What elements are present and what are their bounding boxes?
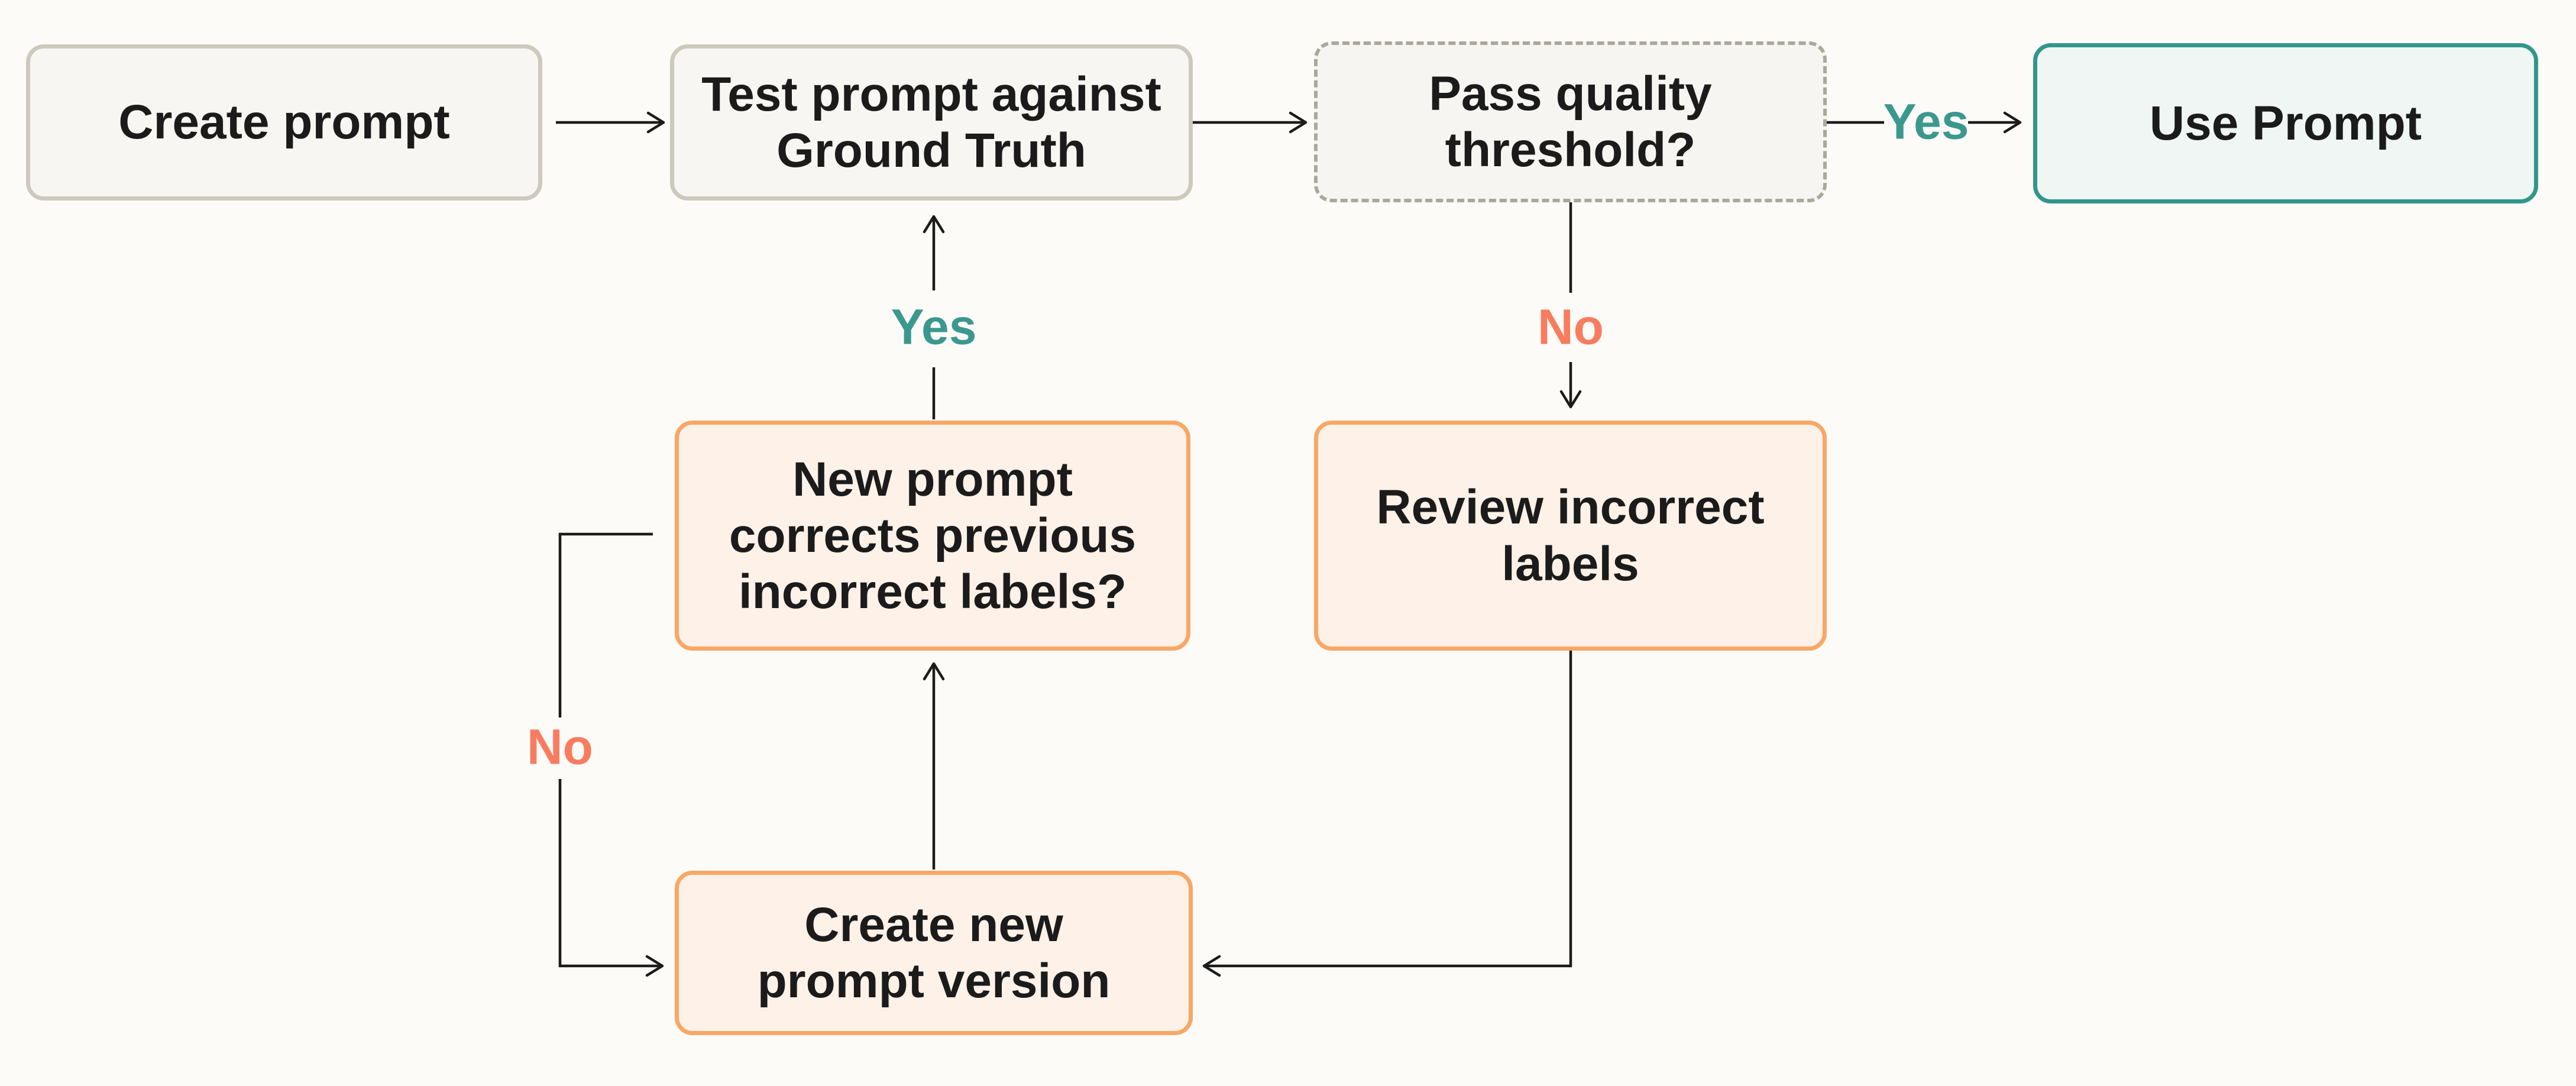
node-test-prompt-label: Test prompt against Ground Truth: [701, 67, 1161, 177]
edge-label-yes-to-use-prompt: Yes: [1883, 93, 1969, 150]
edge-label-no-to-review: No: [1538, 299, 1604, 355]
edge-label-yes-retest: Yes: [891, 299, 977, 355]
node-pass-quality-threshold-label: Pass quality threshold?: [1429, 66, 1712, 177]
edge-label-no-loop: No: [527, 719, 593, 775]
arrow-review-to-newversion: [1202, 651, 1572, 977]
node-review-incorrect-labels-label: Review incorrect labels: [1376, 480, 1765, 591]
arrow-no-loop-to-newversion: [558, 779, 664, 977]
node-use-prompt-label: Use Prompt: [2149, 96, 2422, 150]
line-corrects-to-no-loop: [558, 532, 653, 717]
node-new-prompt-corrects: New prompt corrects previous incorrect l…: [675, 421, 1190, 651]
node-create-new-prompt-version-label: Create new prompt version: [757, 897, 1111, 1008]
node-create-prompt-label: Create prompt: [118, 95, 450, 150]
node-new-prompt-corrects-label: New prompt corrects previous incorrect l…: [729, 452, 1137, 619]
node-test-prompt: Test prompt against Ground Truth: [670, 44, 1193, 201]
node-create-new-prompt-version: Create new prompt version: [675, 871, 1193, 1035]
node-use-prompt: Use Prompt: [2033, 43, 2538, 203]
node-pass-quality-threshold: Pass quality threshold?: [1314, 41, 1827, 202]
node-review-incorrect-labels: Review incorrect labels: [1314, 421, 1827, 651]
node-create-prompt: Create prompt: [26, 44, 542, 201]
